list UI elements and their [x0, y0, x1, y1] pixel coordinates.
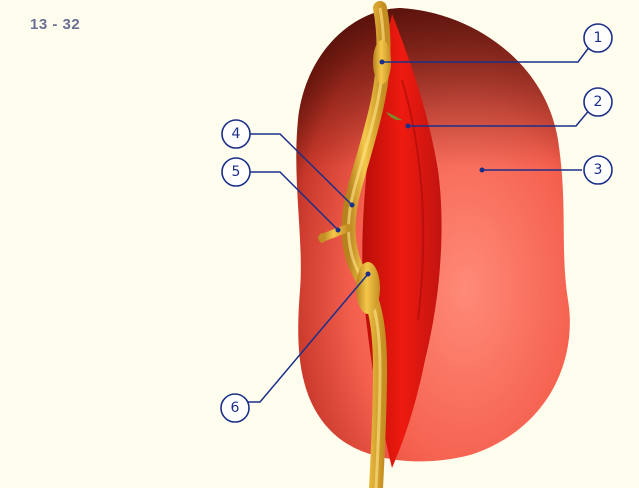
callout-dot-2 [406, 124, 411, 129]
callout-number-1: 1 [594, 30, 603, 46]
callout-number-3: 3 [594, 162, 603, 178]
callout-dot-4 [350, 203, 355, 208]
callout-dot-6 [366, 272, 371, 277]
callout-dot-3 [480, 168, 485, 173]
side-branch-tip [319, 233, 325, 243]
callout-number-2: 2 [594, 94, 603, 110]
callout-number-4: 4 [232, 126, 241, 142]
callout-number-5: 5 [232, 164, 241, 180]
callout-number-6: 6 [231, 400, 240, 416]
callout-dot-1 [380, 60, 385, 65]
duct-swelling-lower [356, 262, 380, 314]
callout-dot-5 [336, 228, 341, 233]
